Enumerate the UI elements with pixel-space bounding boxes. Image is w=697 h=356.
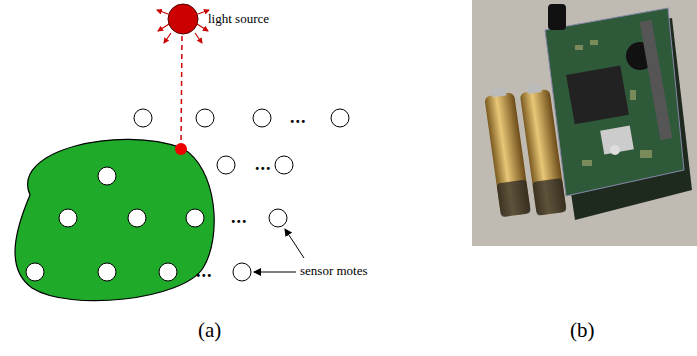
light-spot xyxy=(175,143,187,155)
ellipsis: ... xyxy=(290,108,307,126)
subfigure-label: (a) xyxy=(198,320,221,341)
ellipsis: ... xyxy=(196,262,213,280)
sensor-label: sensor motes xyxy=(300,264,368,277)
sensor-motes xyxy=(26,109,349,281)
source-label: light source xyxy=(208,12,269,25)
region xyxy=(15,139,214,300)
ellipsis: ... xyxy=(231,208,248,226)
light-source xyxy=(168,4,198,34)
light-beam xyxy=(181,36,182,143)
mote-photo xyxy=(472,0,697,246)
subfigure-label: (b) xyxy=(570,320,595,341)
leader-arrow xyxy=(285,229,304,258)
ellipsis: ... xyxy=(255,155,272,173)
leader-arrow xyxy=(254,272,296,273)
